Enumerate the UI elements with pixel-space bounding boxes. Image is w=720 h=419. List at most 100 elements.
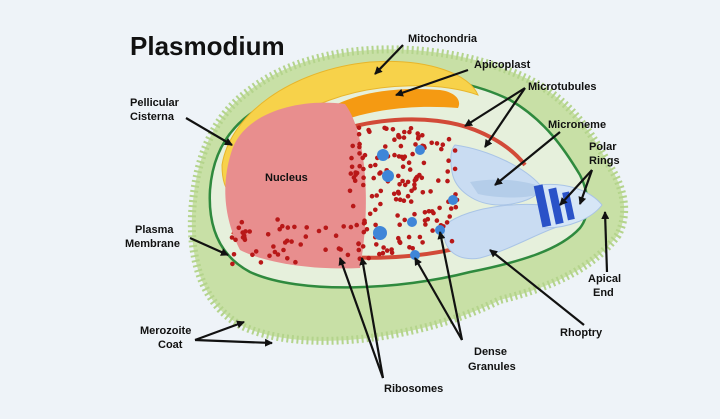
label-ribosomes: Ribosomes <box>384 383 443 395</box>
ribosome-dot <box>392 137 397 142</box>
ribosome-dot <box>275 217 280 222</box>
ribosome-dot <box>356 247 362 253</box>
ribosome-dot <box>229 235 235 240</box>
label-plasma-line1: Plasma <box>135 224 174 236</box>
ribosome-dot <box>281 247 286 253</box>
ribosome-dot <box>397 197 403 202</box>
label-merozoite-line1: Merozoite <box>140 325 191 337</box>
ribosome-dot <box>277 226 283 232</box>
ribosome-dot <box>420 133 425 138</box>
ribosome-dot <box>407 167 413 172</box>
ribosome-dot <box>423 222 428 227</box>
label-pellicular-line2: Cisterna <box>130 111 175 123</box>
ribosome-dot <box>380 250 386 256</box>
ribosome-dot <box>422 210 428 215</box>
label-apicoplast: Apicoplast <box>474 59 531 71</box>
ribosome-dot <box>406 160 412 165</box>
ribosome-dot <box>361 229 367 235</box>
ribosome-dot <box>378 201 383 207</box>
ribosome-dot <box>357 163 363 169</box>
ribosome-dot <box>367 211 373 217</box>
ribosome-dot <box>265 232 271 237</box>
label-microtubules: Microtubules <box>528 81 596 93</box>
ribosome-dot <box>247 229 252 234</box>
ribosome-dot <box>323 225 329 231</box>
ribosome-dot <box>395 213 400 218</box>
ribosome-dot <box>384 248 390 253</box>
ribosome-dot <box>415 131 421 136</box>
ribosome-dot <box>397 182 402 187</box>
ribosome-dot <box>357 151 362 156</box>
ribosome-dot <box>413 142 418 147</box>
ribosome-dot <box>446 158 451 163</box>
ribosome-dot <box>428 189 433 194</box>
ribosome-dot <box>351 175 357 180</box>
diagram-title: Plasmodium <box>130 31 285 61</box>
ribosome-dot <box>271 244 276 249</box>
ribosome-dot <box>364 227 370 232</box>
ribosome-dot <box>405 179 411 185</box>
label-polar-rings-line2: Rings <box>589 155 620 167</box>
ribosome-dot <box>323 247 328 252</box>
ribosome-dot <box>397 239 402 244</box>
ribosome-dot <box>449 238 455 244</box>
label-rhoptry: Rhoptry <box>560 327 603 339</box>
ribosome-dot <box>397 222 403 227</box>
ribosome-dot <box>357 141 362 147</box>
ribosome-dot <box>401 135 407 140</box>
ribosome-dot <box>417 172 422 178</box>
ribosome-dot <box>350 143 356 149</box>
ribosome-dot <box>362 152 368 158</box>
ribosome-dot <box>393 197 399 202</box>
ribosome-dot <box>258 260 264 265</box>
ribosome-dot <box>429 209 435 214</box>
ribosome-dot <box>285 225 291 230</box>
ribosome-dot <box>236 225 242 231</box>
label-dense-line2: Granules <box>468 361 516 373</box>
ribosome-dot <box>422 218 428 223</box>
ribosome-dot <box>282 240 288 245</box>
ribosome-dot <box>434 218 440 223</box>
ribosome-dot <box>345 252 351 258</box>
ribosome-dot <box>333 233 339 238</box>
ribosome-dot <box>374 193 380 198</box>
label-apical-line2: End <box>593 287 614 299</box>
ribosome-dot <box>377 251 382 257</box>
ribosome-dot <box>356 125 362 131</box>
ribosome-dot <box>341 224 347 229</box>
ribosome-dot <box>401 198 407 203</box>
ribosome-dot <box>390 127 396 132</box>
ribosome-dot <box>407 129 412 135</box>
ribosome-dot <box>240 235 246 240</box>
ribosome-dot <box>412 182 417 187</box>
ribosome-dot <box>253 249 259 254</box>
ribosome-dot <box>280 223 285 229</box>
ribosome-dot <box>368 163 373 169</box>
ribosome-dot <box>410 246 416 251</box>
ribosome-dot <box>366 127 371 133</box>
ribosome-dot <box>373 222 378 228</box>
ribosome-dot <box>452 166 458 172</box>
ribosome-dot <box>348 171 354 176</box>
ribosome-dot <box>437 205 442 211</box>
ribosome-dot <box>374 242 379 247</box>
ribosome-dot <box>267 253 272 259</box>
ribosome-dot <box>378 188 384 194</box>
label-apical-line1: Apical <box>588 273 621 285</box>
ribosome-dot <box>349 155 354 161</box>
ribosome-dot <box>230 261 235 267</box>
ribosome-dot <box>400 164 406 169</box>
ribosome-dot <box>452 148 458 153</box>
ribosome-dot <box>446 136 452 142</box>
ribosome-dot <box>392 152 397 158</box>
ribosome-dot <box>402 217 408 223</box>
ribosome-dot <box>417 234 423 240</box>
ribosome-dot <box>347 188 353 194</box>
label-microneme: Microneme <box>548 119 606 131</box>
ribosome-dot <box>239 219 245 225</box>
ribosome-dot <box>373 207 378 213</box>
ribosome-dot <box>408 126 414 131</box>
ribosome-dot <box>356 241 361 247</box>
ribosome-dot <box>285 255 290 261</box>
